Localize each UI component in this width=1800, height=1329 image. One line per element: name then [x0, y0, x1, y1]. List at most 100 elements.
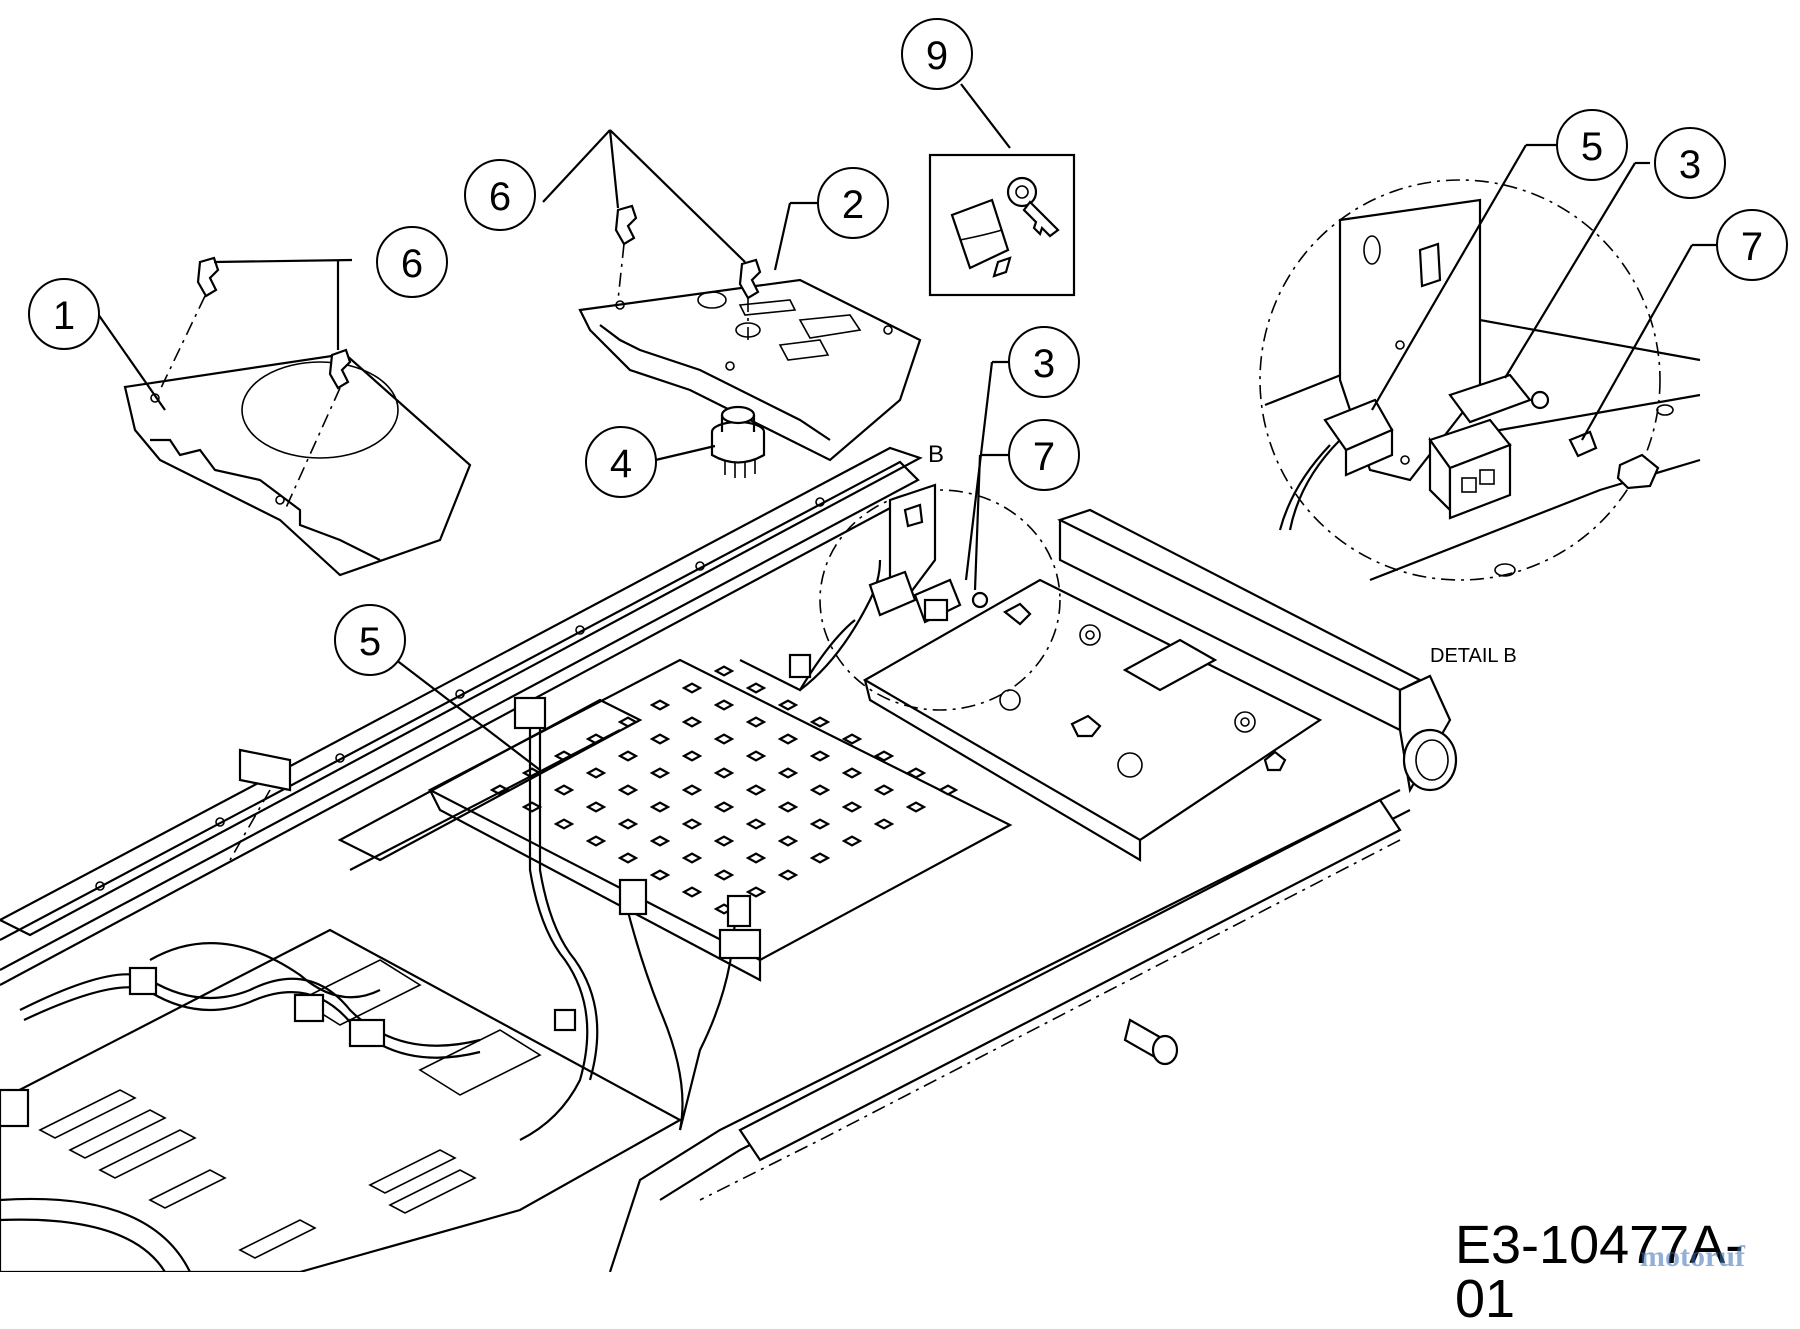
grip-square: [649, 835, 671, 847]
grip-square: [777, 767, 799, 779]
watermark-logo: motoruf: [1640, 1240, 1745, 1273]
grip-square: [617, 852, 639, 864]
grip-square: [777, 869, 799, 881]
grip-square: [585, 767, 607, 779]
grip-square: [873, 818, 895, 830]
connector-plug: [513, 696, 547, 730]
grip-square: [649, 869, 671, 881]
grip-square: [745, 784, 767, 796]
wiring-harness: [0, 559, 882, 1141]
part-4-ignition-switch: [710, 405, 766, 478]
grip-square: [809, 716, 831, 728]
callout-3-main-label: 3: [1033, 342, 1055, 386]
grip-square: [553, 784, 575, 796]
grip-square: [649, 699, 671, 711]
grip-square: [681, 716, 703, 728]
connector-plug: [128, 966, 158, 996]
callout-6-left: 6: [376, 226, 448, 298]
connector-plug: [788, 653, 812, 679]
grip-square: [681, 886, 703, 898]
grip-square: [745, 886, 767, 898]
grip-square: [777, 733, 799, 745]
grip-square: [713, 767, 735, 779]
grip-square: [777, 835, 799, 847]
grip-square: [713, 665, 735, 677]
grip-square: [841, 801, 863, 813]
grip-square: [841, 835, 863, 847]
grip-square: [905, 767, 927, 779]
grip-square: [841, 733, 863, 745]
leader-lines: [97, 83, 1716, 771]
detail-b-enlarged: DETAIL B: [1259, 179, 1701, 667]
part-9-key-kit: [928, 153, 1076, 297]
grip-square: [745, 750, 767, 762]
grip-square: [713, 801, 735, 813]
detail-marker: B: [928, 441, 944, 468]
callout-4-label: 4: [610, 442, 632, 486]
callout-5-detail: 5: [1556, 109, 1628, 181]
grip-square: [681, 682, 703, 694]
callout-5-detail-label: 5: [1581, 125, 1603, 169]
grip-square: [777, 801, 799, 813]
grip-square: [873, 784, 895, 796]
deck-slots: [38, 959, 542, 1259]
callout-3-detail: 3: [1654, 127, 1726, 199]
connector-plug: [348, 1018, 386, 1048]
part-2-panel: [578, 204, 922, 462]
connector-plug: [726, 894, 752, 928]
grip-square: [873, 750, 895, 762]
grip-square: [841, 767, 863, 779]
grip-square: [681, 784, 703, 796]
callout-6-left-label: 6: [401, 242, 423, 286]
callout-1-label: 1: [53, 294, 75, 338]
callout-7-detail-label: 7: [1741, 225, 1763, 269]
grip-square: [745, 716, 767, 728]
chassis-frame: [0, 446, 1458, 1272]
callout-3-detail-label: 3: [1679, 143, 1701, 187]
grip-square: [681, 818, 703, 830]
grip-square: [937, 784, 959, 796]
grip-square: [713, 835, 735, 847]
callout-2-label: 2: [842, 183, 864, 227]
grip-square: [713, 869, 735, 881]
grip-square: [553, 818, 575, 830]
callout-4: 4: [585, 426, 657, 498]
diagram-code: E3-10477A-01: [1455, 1215, 1744, 1329]
callout-6-center-label: 6: [489, 175, 511, 219]
floor-grip-grid: [489, 665, 959, 915]
callout-9: 9: [901, 18, 973, 90]
grip-square: [745, 818, 767, 830]
part-1-panel: [123, 256, 472, 577]
connector-plug: [553, 1008, 577, 1032]
grip-square: [745, 682, 767, 694]
grip-square: [809, 818, 831, 830]
callout-7-main: 7: [1008, 419, 1080, 491]
callout-3-main: 3: [1008, 326, 1080, 398]
connector-plug: [618, 878, 648, 916]
grip-square: [905, 801, 927, 813]
callout-7-main-label: 7: [1033, 435, 1055, 479]
grip-square: [585, 835, 607, 847]
grip-square: [681, 852, 703, 864]
callout-2: 2: [817, 167, 889, 239]
grip-square: [809, 852, 831, 864]
callout-1: 1: [28, 278, 100, 350]
callout-5-main-label: 5: [359, 620, 381, 664]
callout-5-main: 5: [334, 604, 406, 676]
parts-diagram: DETAIL B 1 6 6 2: [0, 18, 1788, 1272]
grip-square: [745, 852, 767, 864]
grip-square: [617, 750, 639, 762]
connector-plug: [0, 1088, 30, 1128]
grip-square: [713, 699, 735, 711]
grip-square: [649, 733, 671, 745]
callout-6-center: 6: [464, 159, 536, 231]
grip-square: [585, 801, 607, 813]
connector-plug: [718, 928, 762, 960]
detail-caption: DETAIL B: [1430, 645, 1517, 667]
grip-square: [649, 767, 671, 779]
grip-square: [681, 750, 703, 762]
callout-9-label: 9: [926, 34, 948, 78]
grip-square: [713, 733, 735, 745]
detail-b-inset: [819, 483, 1061, 711]
grip-square: [809, 784, 831, 796]
